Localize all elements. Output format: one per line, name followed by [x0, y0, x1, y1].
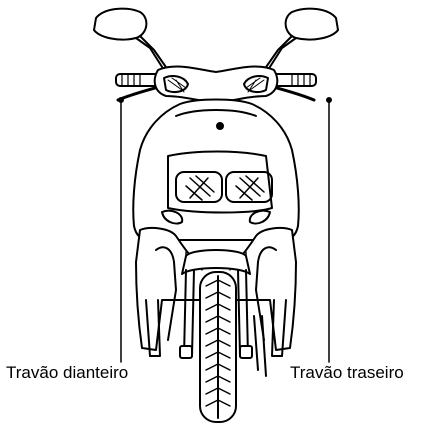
left-mirror [94, 9, 168, 70]
front-tire [200, 272, 236, 422]
left-grip [116, 74, 160, 86]
rear-brake-label: Travão traseiro [290, 364, 404, 381]
right-grip [272, 74, 316, 86]
right-mirror [264, 9, 338, 70]
front-brake-label: Travão dianteiro [6, 364, 128, 381]
front-body [133, 100, 299, 241]
